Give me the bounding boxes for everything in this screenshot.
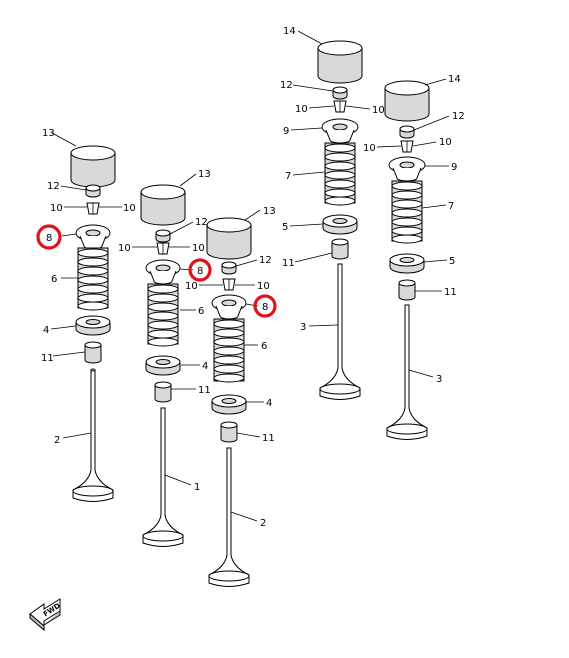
valve-lifter-14	[317, 40, 363, 84]
label-11: 11	[198, 385, 211, 396]
part-labels: 13 12 10 10 8 6 4 11 2 13 12 10 10 8 6 4…	[41, 26, 465, 529]
valve-spring-6	[147, 283, 179, 347]
label-7: 7	[448, 201, 454, 212]
label-13: 13	[42, 128, 55, 139]
valve-cotter-10	[156, 242, 170, 255]
spring-retainer-8	[75, 224, 111, 250]
label-3: 3	[300, 322, 306, 333]
fwd-arrow-icon: FWD	[29, 598, 62, 632]
spring-retainer-8	[145, 259, 181, 285]
label-3: 3	[436, 374, 442, 385]
label-7: 7	[285, 171, 291, 182]
label-10: 10	[439, 137, 452, 148]
label-12: 12	[195, 217, 208, 228]
valve-cotter-10	[333, 100, 347, 113]
label-10: 10	[363, 143, 376, 154]
highlight-circles	[36, 224, 277, 318]
exhaust-valve-2	[72, 368, 114, 502]
spring-retainer-8	[211, 294, 247, 320]
label-14: 14	[448, 74, 461, 85]
label-8: 8	[262, 302, 268, 313]
assembly-right-a	[317, 40, 363, 400]
valve-stem-seal-11	[331, 238, 349, 260]
spring-seat-5	[389, 253, 425, 274]
assembly-center	[206, 217, 252, 587]
spring-retainer-9	[321, 118, 359, 144]
valve-stem-seal-11	[220, 421, 238, 443]
label-1: 1	[194, 482, 200, 493]
label-4: 4	[43, 325, 49, 336]
label-8: 8	[46, 233, 52, 244]
label-9: 9	[451, 162, 457, 173]
valve-spring-7	[391, 180, 423, 244]
label-10: 10	[123, 203, 136, 214]
label-10: 10	[257, 281, 270, 292]
spring-seat-4	[211, 394, 247, 415]
label-10: 10	[50, 203, 63, 214]
label-12: 12	[259, 255, 272, 266]
label-13: 13	[198, 169, 211, 180]
adjusting-pad-12	[332, 86, 348, 100]
label-11: 11	[41, 353, 54, 364]
valve-spring-7	[324, 142, 356, 206]
spring-seat-4	[75, 315, 111, 336]
label-11: 11	[282, 258, 295, 269]
label-6: 6	[198, 306, 204, 317]
valve-stem-seal-11	[84, 341, 102, 364]
adjusting-pad-12	[221, 261, 237, 275]
label-11: 11	[262, 433, 275, 444]
exhaust-valve-3	[319, 263, 361, 400]
highlight-circle-8-left	[36, 224, 62, 250]
adjusting-pad-12	[155, 229, 171, 243]
valve-lifter-13	[140, 184, 186, 226]
exhaust-valve-2	[208, 447, 250, 587]
adjusting-pad-12	[85, 184, 101, 198]
valve-lifter-13	[70, 145, 116, 188]
valve-spring-6	[77, 247, 109, 311]
label-6: 6	[51, 274, 57, 285]
label-6: 6	[261, 341, 267, 352]
valve-lifter-13	[206, 217, 252, 260]
valve-stem-seal-11	[154, 381, 172, 403]
label-9: 9	[283, 126, 289, 137]
label-10: 10	[185, 281, 198, 292]
valve-stem-seal-11	[398, 279, 416, 301]
label-2: 2	[54, 435, 60, 446]
highlight-circle-8-center	[253, 294, 277, 318]
adjusting-pad-12	[399, 125, 415, 139]
label-8: 8	[197, 266, 203, 277]
assembly-left	[70, 145, 116, 502]
valve-cotter-10	[222, 278, 236, 291]
label-12: 12	[280, 80, 293, 91]
label-10: 10	[295, 104, 308, 115]
label-5: 5	[449, 256, 455, 267]
label-14: 14	[283, 26, 296, 37]
spring-seat-5	[322, 214, 358, 235]
label-12: 12	[452, 111, 465, 122]
assembly-right-b	[384, 80, 430, 440]
spring-retainer-9	[388, 156, 426, 182]
label-5: 5	[282, 222, 288, 233]
label-12: 12	[47, 181, 60, 192]
exhaust-valve-3	[386, 304, 428, 440]
label-13: 13	[263, 206, 276, 217]
valve-spring-6	[213, 318, 245, 383]
label-11: 11	[444, 287, 457, 298]
valve-lifter-14	[384, 80, 430, 122]
label-4: 4	[266, 398, 272, 409]
assembly-middle	[140, 184, 186, 547]
highlight-circle-8-middle	[188, 258, 212, 282]
label-2: 2	[260, 518, 266, 529]
spring-seat-4	[145, 355, 181, 376]
intake-valve-1	[142, 407, 184, 547]
label-4: 4	[202, 361, 208, 372]
label-10: 10	[118, 243, 131, 254]
label-10: 10	[192, 243, 205, 254]
leader-lines	[50, 30, 450, 522]
label-10: 10	[372, 105, 385, 116]
valve-cotter-10	[86, 202, 100, 215]
valve-cotter-10	[400, 140, 414, 153]
